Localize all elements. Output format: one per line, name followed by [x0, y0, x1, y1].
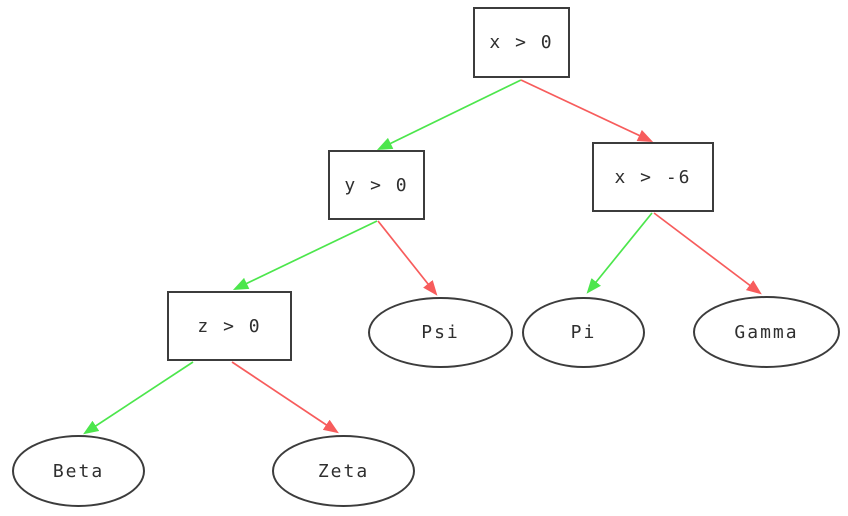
- leaf-node-gamma: Gamma: [693, 296, 840, 368]
- decision-node-x-0: x > 0: [473, 7, 570, 78]
- edge-y0-to-z0-true-branch: [232, 220, 378, 290]
- node-label: Gamma: [734, 321, 799, 343]
- edge-xm6-to-gamma-false-branch: [653, 212, 762, 295]
- node-label: Psi: [421, 322, 460, 343]
- decision-node-z-0: z > 0: [167, 291, 292, 361]
- edge-z0-to-zeta-false-branch: [231, 361, 339, 434]
- edge-root-to-y0-true-branch: [376, 79, 522, 151]
- node-label: Zeta: [317, 460, 370, 482]
- edge-y0-to-psi-false-branch: [377, 220, 438, 296]
- node-label: z > 0: [197, 315, 262, 337]
- node-label: Pi: [570, 322, 597, 343]
- leaf-node-beta: Beta: [12, 435, 145, 507]
- leaf-node-zeta: Zeta: [272, 435, 415, 507]
- decision-node-x-6: x > -6: [592, 142, 714, 212]
- edge-root-to-xm6-false-branch: [520, 79, 654, 142]
- node-label: y > 0: [344, 174, 409, 196]
- edge-z0-to-beta-true-branch: [83, 361, 194, 435]
- leaf-node-pi: Pi: [522, 297, 645, 368]
- decision-node-y-0: y > 0: [328, 150, 425, 220]
- node-label: x > 0: [489, 32, 554, 53]
- node-label: x > -6: [614, 166, 692, 188]
- leaf-node-psi: Psi: [368, 297, 513, 368]
- node-label: Beta: [52, 460, 105, 482]
- edge-xm6-to-pi-true-branch: [586, 212, 653, 294]
